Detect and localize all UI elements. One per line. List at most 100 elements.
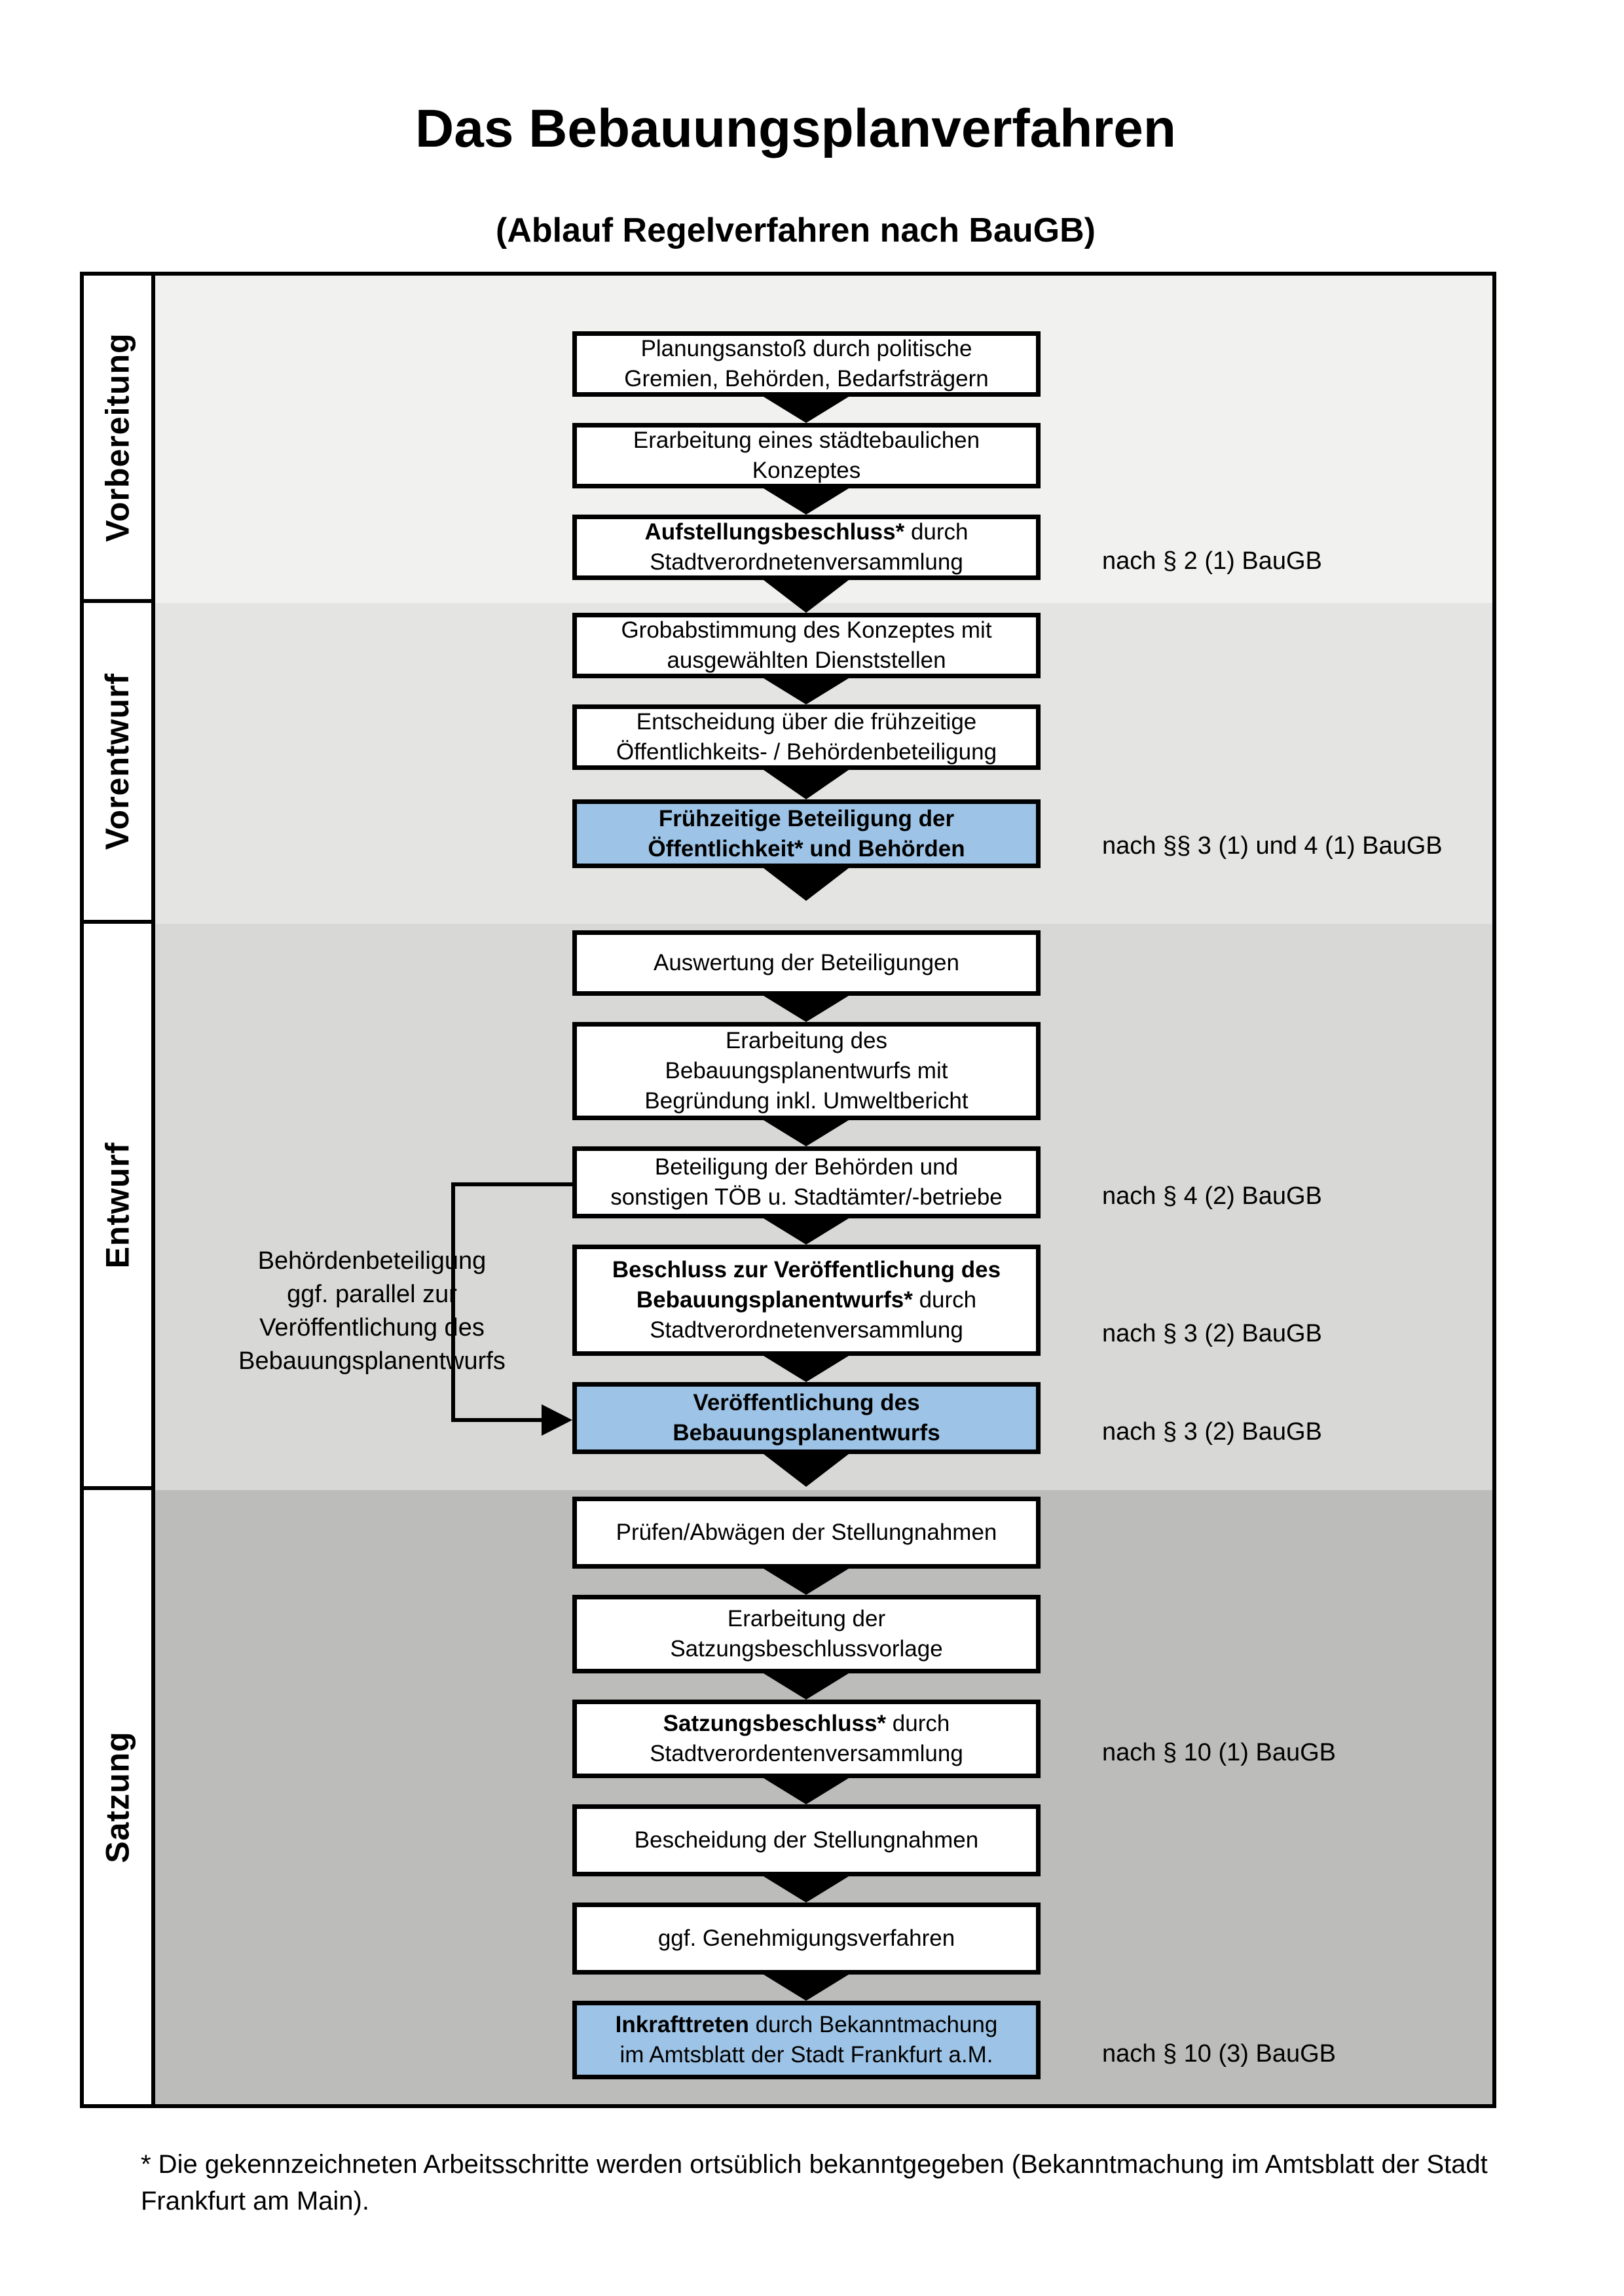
flow-arrow-down-icon [764,1778,849,1804]
flow-box-text: Gremien, Behörden, Bedarfsträgern [624,366,989,392]
flow-box-text: Bebauungsplanentwurfs* [636,1287,913,1313]
flow-arrow-down-icon [764,1218,849,1245]
flow-box-text: Bebauungsplanentwurfs [673,1420,940,1446]
parallel-connector-vertical-segment [451,1182,455,1422]
flow-box-line: Frühzeitige Beteiligung der [659,804,954,834]
flow-box-text: ausgewählten Dienststellen [667,647,946,673]
phase-label-text: Vorentwurf [99,672,136,850]
flow-box-line: Prüfen/Abwägen der Stellungnahmen [616,1518,997,1548]
flow-box-text: ggf. Genehmigungsverfahren [657,1925,955,1951]
flow-box-line: Stadtverordentenversammlung [650,1739,963,1769]
flow-box-bescheidung: Bescheidung der Stellungnahmen [572,1804,1041,1876]
phase-label-vorbereitung: Vorbereitung [84,276,151,603]
parallel-procedure-note-line: ggf. parallel zur [287,1281,457,1308]
flow-box-line: Stadtverordnetenversammlung [650,547,963,577]
legal-reference: nach § 3 (2) BauGB [1102,1320,1322,1347]
flow-box-text: Beschluss zur Veröffentlichung des [612,1257,1001,1283]
parallel-procedure-note-line: Bebauungsplanentwurfs [238,1347,506,1375]
parallel-procedure-note-line: Veröffentlichung des [259,1314,485,1341]
flow-box-text: Stadtverordnetenversammlung [650,549,963,575]
flow-arrow-down-icon [764,1120,849,1146]
flow-arrow-down-icon [764,1569,849,1595]
flow-box-line: ggf. Genehmigungsverfahren [658,1923,955,1954]
flow-box-line: Auswertung der Beteiligungen [654,948,959,978]
flow-box-line: Bebauungsplanentwurfs mit [665,1056,948,1086]
flow-box-line: Beschluss zur Veröffentlichung des [612,1255,1001,1285]
flow-box-text: Erarbeitung der [727,1606,886,1631]
flow-arrow-down-icon [764,996,849,1022]
flow-box-text: Beteiligung der Behörden und [654,1154,959,1180]
flow-box-text: Grobabstimmung des Konzeptes mit [621,617,992,643]
flow-box-line: Konzeptes [752,456,860,486]
legal-reference: nach § 2 (1) BauGB [1102,547,1322,575]
flow-box-text: Veröffentlichung des [693,1390,920,1415]
flow-box-text: Aufstellungsbeschluss* [644,519,905,545]
parallel-connector-bottom-segment [451,1418,543,1422]
legal-reference: nach § 10 (3) BauGB [1102,2040,1336,2068]
flow-arrow-down-icon [764,397,849,423]
flow-box-grobabstimmung: Grobabstimmung des Konzeptes mit ausgewäh… [572,613,1041,678]
flow-box-line: Öffentlichkeits- / Behördenbeteiligung [616,737,997,767]
flow-arrow-down-icon [764,580,849,613]
flow-box-line: Planungsanstoß durch politische [641,334,972,364]
flow-arrow-down-icon [764,770,849,799]
flow-arrow-down-icon [764,1975,849,2001]
legal-reference: nach § 4 (2) BauGB [1102,1182,1322,1210]
flow-box-line: Erarbeitung der [728,1604,885,1634]
flow-box-line: Satzungsbeschlussvorlage [670,1634,942,1664]
phase-label-vorentwurf: Vorentwurf [84,603,151,924]
flow-box-line: Gremien, Behörden, Bedarfsträgern [624,364,988,394]
flow-box-line: Bebauungsplanentwurfs* durch [637,1285,976,1315]
flow-arrow-down-icon [764,1454,849,1487]
flow-box-line: Aufstellungsbeschluss* durch [644,517,968,547]
flow-box-line: Grobabstimmung des Konzeptes mit [621,615,991,646]
flow-box-text: Inkrafttreten [615,2012,749,2037]
flow-box-text: Konzeptes [752,458,861,483]
flow-box-text: Begründung inkl. Umweltbericht [644,1088,969,1114]
phase-label-text: Entwurf [99,1141,136,1269]
flow-arrow-down-icon [764,868,849,901]
flow-box-auswertung-beteiligungen: Auswertung der Beteiligungen [572,930,1041,996]
flow-box-line: Inkrafttreten durch Bekanntmachung [616,2010,998,2040]
flow-box-text: Frühzeitige Beteiligung der [658,805,955,831]
flow-box-line: Satzungsbeschluss* durch [663,1709,950,1739]
footnote-line: Frankfurt am Main). [141,2187,369,2215]
phase-label-satzung: Satzung [84,1490,151,2104]
flow-box-text: Satzungsbeschluss* [663,1711,887,1736]
flow-arrow-down-icon [764,1876,849,1903]
flow-arrow-down-icon [764,1356,849,1382]
flow-box-text: Prüfen/Abwägen der Stellungnahmen [616,1520,997,1545]
flow-box-text: durch [912,1287,977,1313]
legal-reference: nach §§ 3 (1) und 4 (1) BauGB [1102,832,1443,860]
phase-label-text: Satzung [99,1731,136,1863]
flow-box-text: im Amtsblatt der Stadt Frankfurt a.M. [619,2042,993,2068]
flow-box-line: Erarbeitung eines städtebaulichen [633,426,980,456]
flow-box-line: Begründung inkl. Umweltbericht [644,1086,968,1116]
flow-box-line: Entscheidung über die frühzeitige [637,707,977,737]
flow-box-line: sonstigen TÖB u. Stadtämter/-betriebe [610,1182,1003,1212]
parallel-connector-arrowhead-icon [542,1404,572,1436]
flow-arrow-down-icon [764,488,849,515]
flow-box-text: Satzungsbeschlussvorlage [670,1636,943,1662]
flow-box-line: Erarbeitung des [726,1026,887,1056]
flow-box-text: Stadtverordentenversammlung [650,1741,963,1766]
flow-box-text: Erarbeitung eines städtebaulichen [633,428,980,453]
flow-box-text: Auswertung der Beteiligungen [654,950,959,975]
flow-box-pruefen-abwaegen: Prüfen/Abwägen der Stellungnahmen [572,1497,1041,1569]
flow-box-line: Bebauungsplanentwurfs [673,1418,940,1448]
flow-box-text: Öffentlichkeit* und Behörden [648,835,965,862]
footnote: * Die gekennzeichneten Arbeitsschritte w… [141,2146,1516,2219]
